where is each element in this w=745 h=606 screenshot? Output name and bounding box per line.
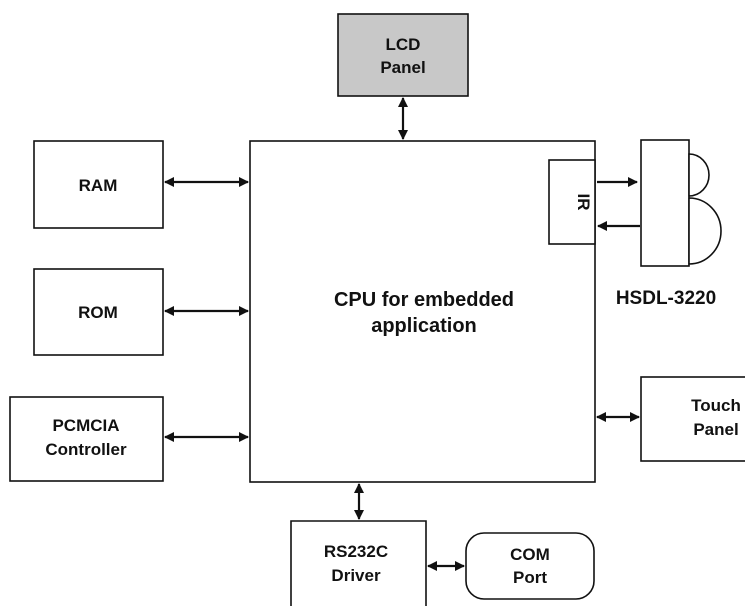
ir-block: IR: [548, 159, 596, 245]
cpu-block: CPU for embedded application: [249, 140, 596, 483]
rs232c-driver-outline: [290, 520, 427, 606]
rs232c-label-line2: Driver: [331, 566, 381, 585]
ram-label: RAM: [79, 176, 118, 195]
pcmcia-label-line1: PCMCIA: [52, 416, 119, 435]
lcd-panel-label-line2: Panel: [380, 58, 425, 77]
rs232c-label-line1: RS232C: [324, 542, 388, 561]
lcd-panel-block: LCD Panel: [337, 13, 469, 97]
com-port-block: COM Port: [465, 532, 595, 600]
touch-panel-block: Touch Panel: [640, 376, 745, 462]
transceiver-lens-top: [688, 153, 710, 197]
cpu-label-line1: CPU for embedded: [334, 289, 514, 311]
lcd-panel-label-line1: LCD: [386, 35, 421, 54]
touch-panel-label-line2: Panel: [693, 420, 738, 439]
hsdl-3220-transceiver: HSDL-3220: [616, 139, 722, 309]
hsdl-label: HSDL-3220: [616, 288, 716, 309]
pcmcia-controller-block: PCMCIA Controller: [9, 396, 164, 482]
ram-block: RAM: [33, 140, 164, 229]
com-port-label-line2: Port: [513, 568, 547, 587]
touch-panel-label-line1: Touch: [691, 396, 741, 415]
rom-block: ROM: [33, 268, 164, 356]
ir-label: IR: [574, 194, 593, 211]
com-port-label-line1: COM: [510, 545, 550, 564]
rom-label: ROM: [78, 303, 118, 322]
rs232c-driver-block: RS232C Driver: [290, 520, 427, 606]
pcmcia-label-line2: Controller: [45, 440, 127, 459]
cpu-label-line2: application: [371, 315, 477, 337]
transceiver-lens-bottom: [688, 197, 722, 265]
